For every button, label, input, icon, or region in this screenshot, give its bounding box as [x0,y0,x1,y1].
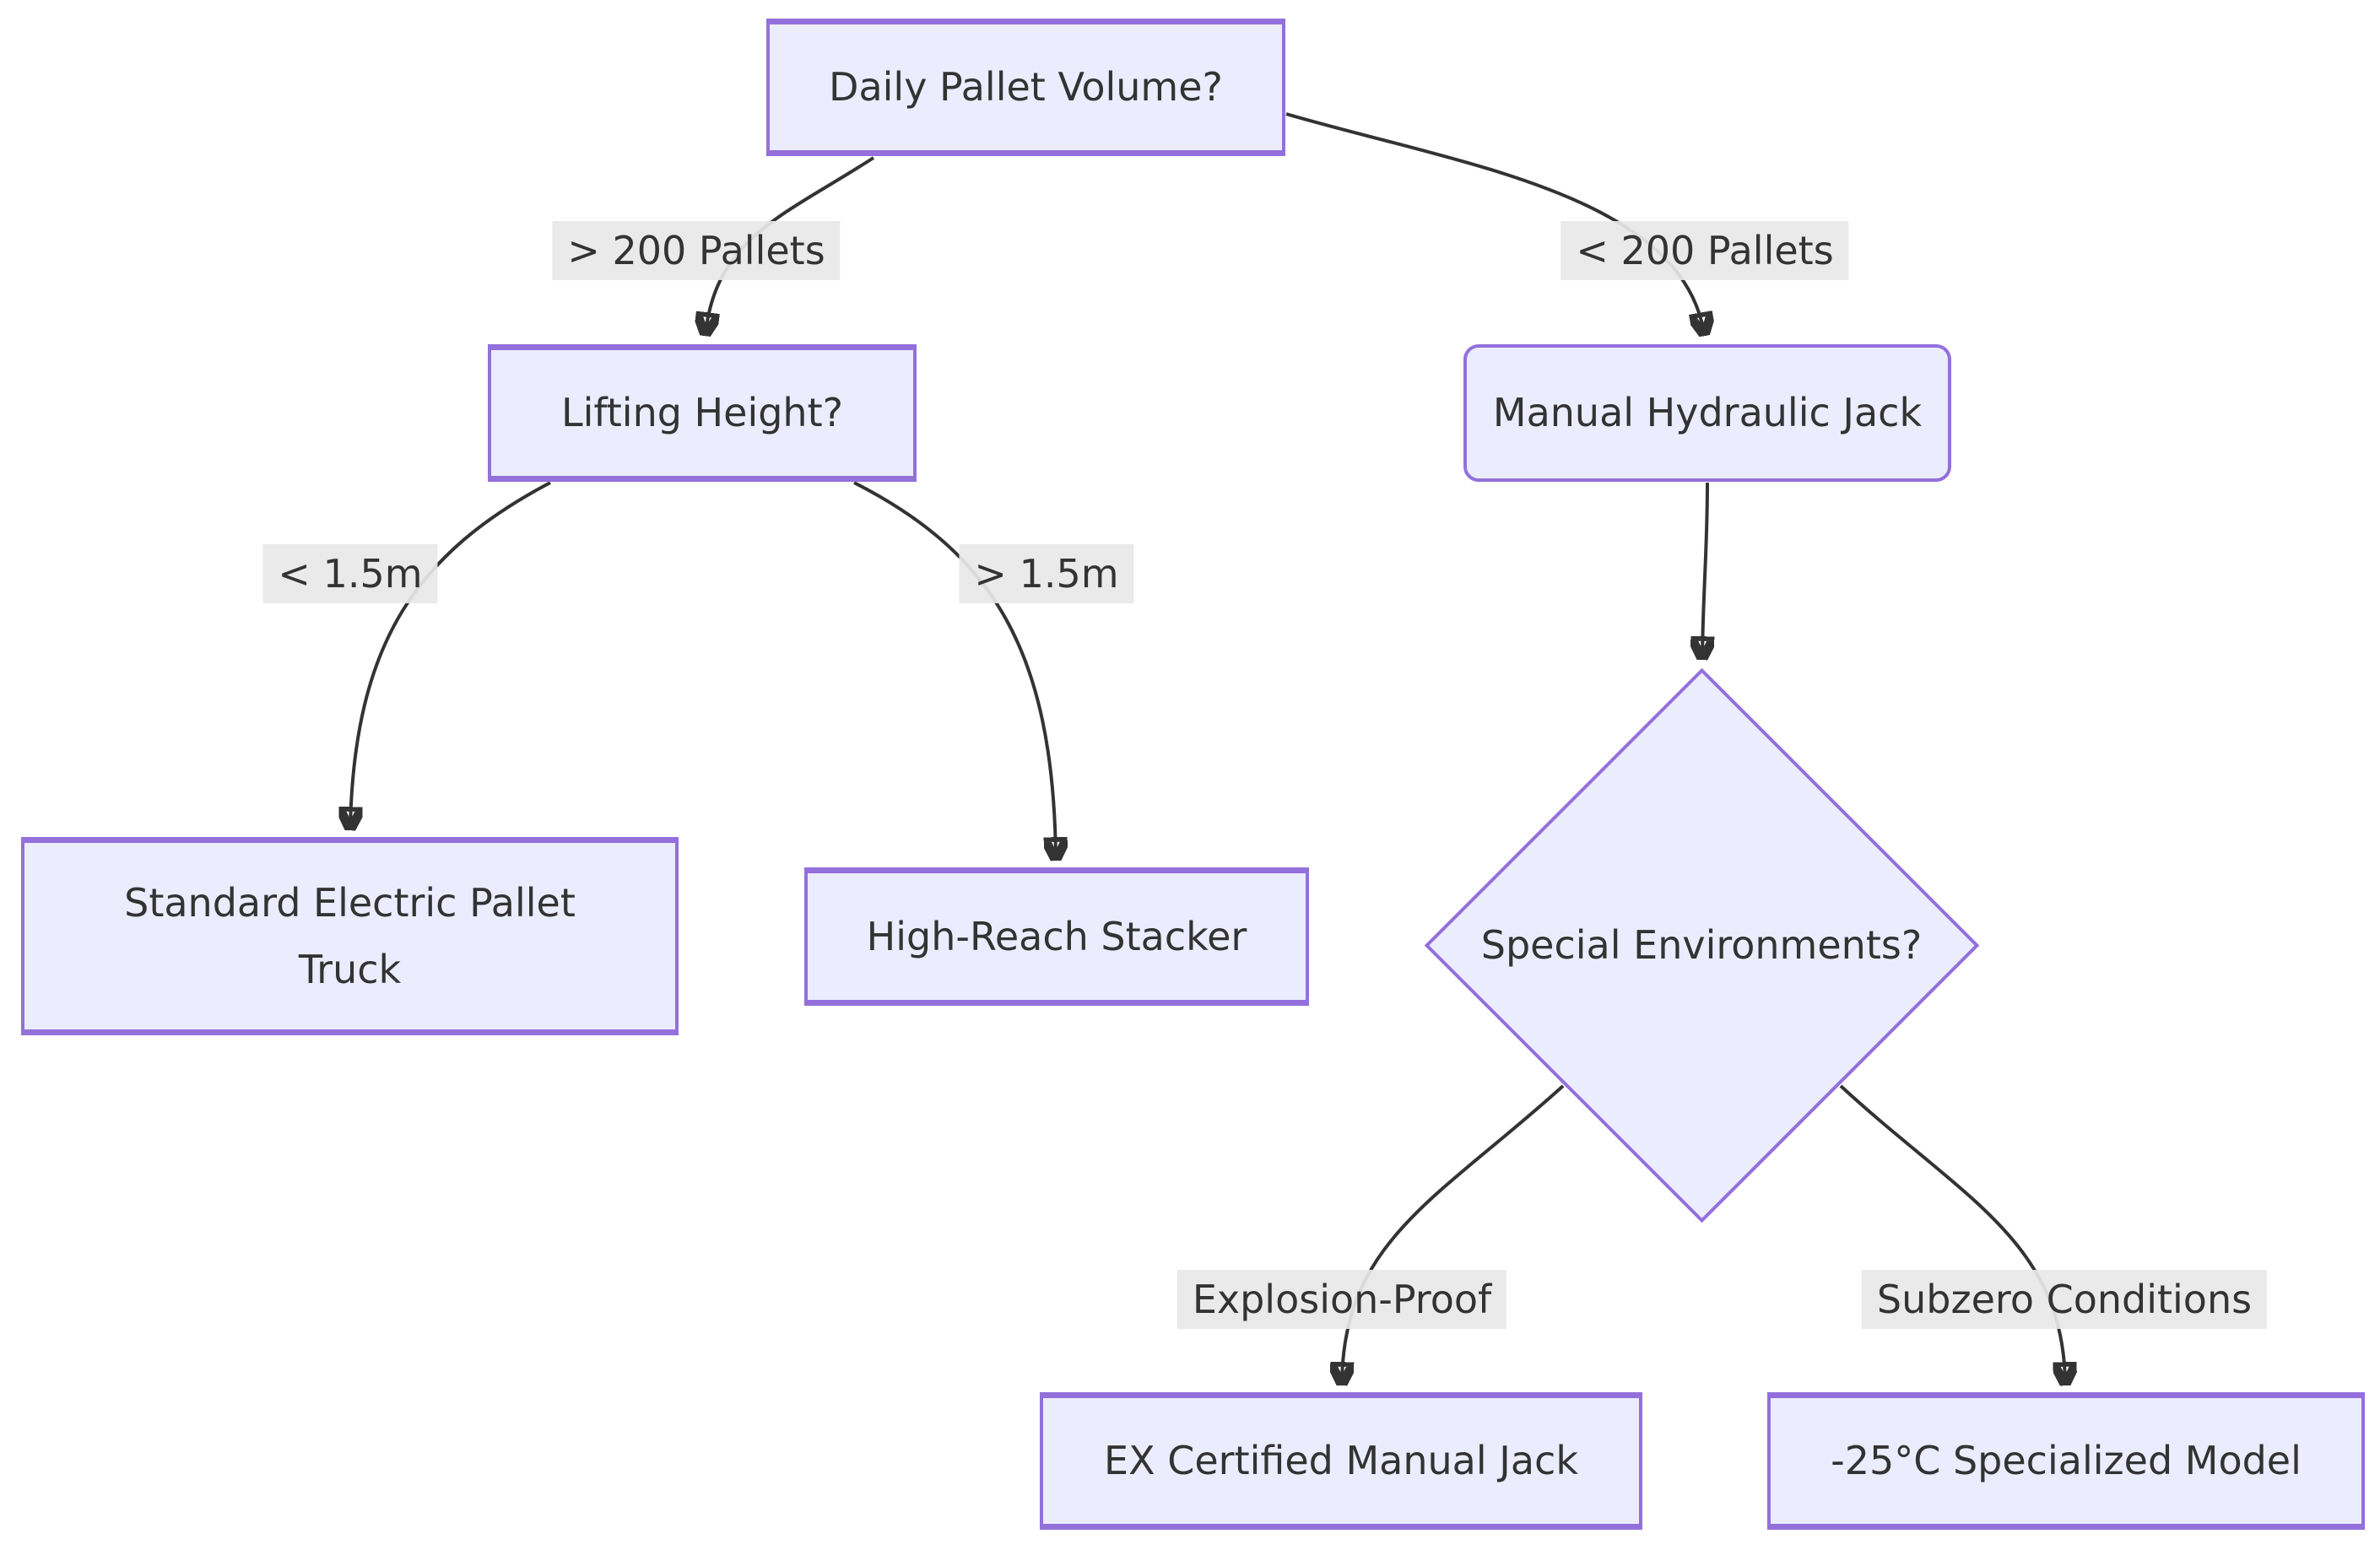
node-high-reach-stacker: High-Reach Stacker [804,867,1309,1006]
node-label: -25°C Specialized Model [1831,1438,2302,1484]
node-label: Special Environments? [1480,922,1923,968]
node-label: Lifting Height? [560,390,844,436]
edge-label-subzero-conditions: Subzero Conditions [1861,1270,2268,1329]
node-lifting-height: Lifting Height? [488,344,917,482]
node-label: Manual Hydraulic Jack [1492,390,1923,436]
node-label: EX Certified Manual Jack [1104,1438,1578,1484]
node-standard-electric-pallet-truck: Standard Electric Pallet Truck [21,837,679,1035]
node-label: Daily Pallet Volume? [829,64,1223,111]
edge-label-gt-200-pallets: > 200 Pallets [552,221,841,280]
edge-label-gt-1-5m: > 1.5m [959,544,1134,603]
node-label: High-Reach Stacker [866,913,1247,959]
node-manual-hydraulic-jack: Manual Hydraulic Jack [1463,344,1951,482]
node-label: Standard Electric Pallet Truck [124,880,576,992]
edge-label-lt-200-pallets: < 200 Pallets [1561,221,1849,280]
edge-label-lt-1-5m: < 1.5m [262,544,438,603]
edge-label-explosion-proof: Explosion-Proof [1176,1270,1507,1329]
node-subzero-specialized-model: -25°C Specialized Model [1767,1392,2365,1530]
node-ex-certified-manual-jack: EX Certified Manual Jack [1040,1392,1642,1530]
edge-lifting-to-highreach-connector [853,481,1056,857]
edge-manualjack-to-special-connector [1702,482,1707,656]
edge-lifting-to-standard-connector [350,481,551,827]
node-special-environments: Special Environments? [1424,667,1979,1223]
node-daily-pallet-volume: Daily Pallet Volume? [766,19,1285,156]
